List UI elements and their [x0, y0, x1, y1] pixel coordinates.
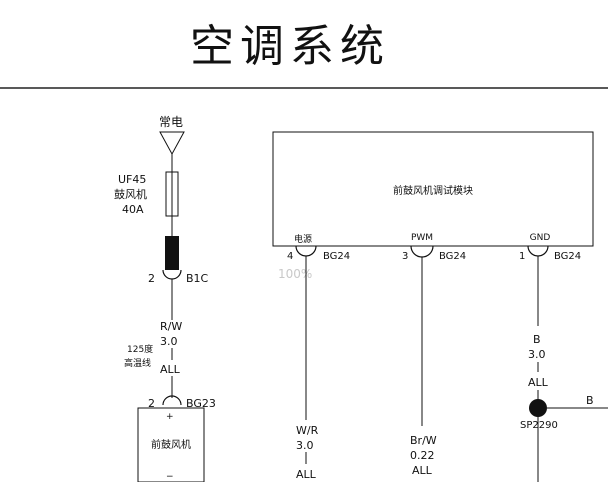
- module-pin-gnd-num: 1: [519, 251, 525, 262]
- wire-pwm-gauge: 0.22: [410, 449, 435, 462]
- connector-b1c-name: B1C: [186, 272, 209, 285]
- wire-branch-color: B: [586, 394, 594, 407]
- feed-cable-type: 高温线: [124, 357, 151, 369]
- feed-cable-spec: 125度: [127, 343, 153, 355]
- wire-power-gauge: 3.0: [296, 439, 314, 452]
- module-pin-pwm-num: 3: [402, 251, 408, 262]
- power-source-icon: [159, 131, 185, 156]
- module-pin-power-name: 电源: [294, 233, 312, 245]
- page-title: 空调系统: [190, 21, 390, 72]
- power-label: 常电: [159, 115, 183, 129]
- blower-label: 前鼓风机: [151, 438, 191, 451]
- watermark-text: 100%: [278, 267, 312, 281]
- wire-power-scope: ALL: [296, 468, 317, 481]
- feed-wire-gauge: 3.0: [160, 335, 178, 348]
- module-pin-power-num: 4: [287, 251, 293, 262]
- module-pin-power-connector: BG24: [323, 251, 350, 262]
- fuse-rating: 40A: [122, 203, 144, 216]
- wire-pwm-scope: ALL: [412, 464, 433, 477]
- fuse-name: UF45: [118, 173, 146, 186]
- feed-wire-color: R/W: [160, 320, 182, 333]
- splice-point-icon: [529, 399, 547, 417]
- blower-box: [137, 407, 205, 482]
- connector-bg24-gnd-icon: [527, 245, 549, 257]
- connector-b1c-pin: 2: [148, 272, 155, 285]
- module-pin-gnd-name: GND: [530, 233, 551, 243]
- connector-bg23-icon: [162, 395, 182, 406]
- wire-gnd-color: B: [533, 333, 541, 346]
- cable-harness-icon: [165, 236, 179, 270]
- blower-minus: −: [166, 472, 174, 482]
- wire-gnd-gauge: 3.0: [528, 348, 546, 361]
- module-pin-pwm-connector: BG24: [439, 251, 466, 262]
- module-pin-pwm-name: PWM: [411, 233, 433, 243]
- blower-pin: 2: [148, 397, 155, 410]
- splice-label: SP2290: [520, 420, 558, 431]
- module-pin-gnd-connector: BG24: [554, 251, 581, 262]
- wire-gnd-scope: ALL: [528, 376, 549, 389]
- feed-wire-scope: ALL: [160, 363, 181, 376]
- wire-pwm-color: Br/W: [410, 434, 437, 447]
- connector-bg24-power-icon: [295, 245, 317, 257]
- blower-connector: BG23: [186, 397, 216, 410]
- connector-bg24-pwm-icon: [410, 245, 434, 258]
- module-label: 前鼓风机调试模块: [393, 184, 473, 197]
- blower-plus: +: [166, 412, 174, 422]
- connector-b1c-icon: [162, 269, 182, 280]
- control-module-box: [272, 131, 594, 247]
- wire-power-color: W/R: [296, 424, 319, 437]
- fuse-desc: 鼓风机: [114, 187, 147, 201]
